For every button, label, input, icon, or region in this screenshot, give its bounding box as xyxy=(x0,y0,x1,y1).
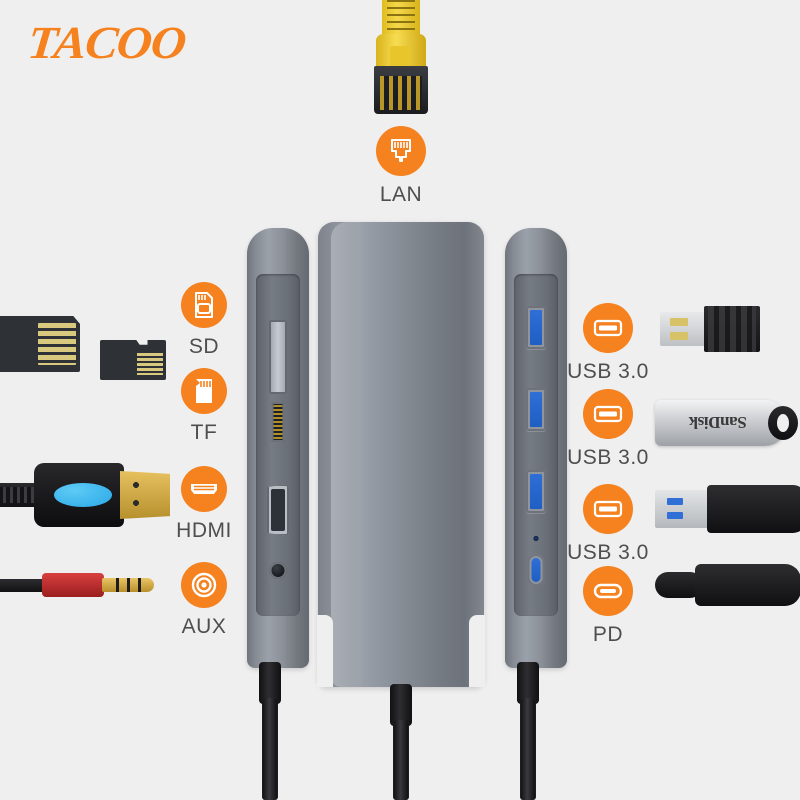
port-label-lan: LAN xyxy=(379,183,423,206)
port-label-sd: SD xyxy=(188,335,220,358)
microsd-card-contacts xyxy=(137,353,163,375)
brand-logo: TACOO xyxy=(25,17,189,68)
hub-tf-slot xyxy=(271,402,285,442)
aux-35mm-plug xyxy=(102,578,154,592)
aux-cable-barrel xyxy=(42,573,104,597)
hub-notch-left xyxy=(317,615,333,687)
microsd-card-icon xyxy=(181,368,227,414)
cable-boot-center xyxy=(390,684,412,726)
rj45-icon xyxy=(376,126,426,176)
cable-wire-right xyxy=(521,698,535,800)
hub-right-port-face xyxy=(514,274,558,616)
port-badge-aux[interactable]: AUX xyxy=(158,562,250,639)
hub-usbc-pd-port xyxy=(527,554,545,586)
port-label-tf: TF xyxy=(190,421,218,444)
ethernet-cable-jacket xyxy=(382,0,420,40)
usb-c-icon xyxy=(583,566,633,616)
hub-main-body xyxy=(317,222,485,687)
microsd-card-peripheral xyxy=(100,340,166,380)
usb-c-cable-peripheral xyxy=(655,562,800,608)
hub-left-wing xyxy=(247,228,309,668)
hdmi-cable-accent xyxy=(54,483,112,507)
hub-cable-right xyxy=(517,662,539,800)
port-label-usb1: USB 3.0 xyxy=(567,360,649,383)
port-badge-lan[interactable]: LAN xyxy=(355,126,447,207)
hub-cable-center xyxy=(390,684,412,800)
sandisk-flash-drive-peripheral: SanDisk xyxy=(655,392,800,454)
port-badge-pd[interactable]: PD xyxy=(562,566,654,647)
hub-right-wing xyxy=(505,228,567,668)
usb-a-icon xyxy=(583,484,633,534)
hdmi-cable-peripheral xyxy=(0,455,170,535)
usb-a-icon xyxy=(583,389,633,439)
port-badge-usb3[interactable]: USB 3.0 xyxy=(562,484,654,565)
aux-cable-peripheral xyxy=(0,566,170,606)
dongle-housing xyxy=(704,306,760,352)
sd-card-icon xyxy=(181,282,227,328)
port-label-aux: AUX xyxy=(181,615,227,638)
cable-boot-right xyxy=(517,662,539,704)
flash-drive-keyring-loop xyxy=(768,406,798,440)
cable-boot-left xyxy=(259,662,281,704)
port-label-hdmi: HDMI xyxy=(176,519,232,542)
usb-a-cable-hood xyxy=(707,485,800,533)
cable-wire-center xyxy=(394,720,408,800)
hub-body-sheen xyxy=(331,222,365,687)
ethernet-cable-peripheral xyxy=(372,0,430,116)
port-label-pd: PD xyxy=(592,623,624,646)
usb-wireless-dongle-peripheral xyxy=(660,306,776,352)
cable-wire-left xyxy=(263,698,277,800)
hub-status-led xyxy=(533,536,539,541)
usb-a-connector-tip xyxy=(655,490,713,528)
port-label-usb2: USB 3.0 xyxy=(567,446,649,469)
usb-c-cable-hood xyxy=(695,564,800,606)
sandisk-wordmark: SanDisk xyxy=(689,413,747,432)
usb-3-cable-peripheral xyxy=(655,485,800,535)
usb-a-icon xyxy=(583,303,633,353)
hub-aux-port xyxy=(269,562,287,579)
sd-card-peripheral xyxy=(0,316,80,372)
port-badge-usb2[interactable]: USB 3.0 xyxy=(562,389,654,470)
hdmi-port-icon xyxy=(181,466,227,512)
port-badge-usb1[interactable]: USB 3.0 xyxy=(562,303,654,384)
rj45-connector xyxy=(374,66,428,114)
hub-cable-left xyxy=(259,662,281,800)
hub-usb-port-1 xyxy=(526,306,546,349)
port-badge-hdmi[interactable]: HDMI xyxy=(158,466,250,543)
hub-hdmi-port xyxy=(267,484,289,536)
hub-usb-port-3 xyxy=(526,470,546,513)
hub-usb-port-2 xyxy=(526,388,546,431)
flash-drive-shell xyxy=(655,400,787,446)
hub-notch-right xyxy=(469,615,485,687)
sd-card-contacts xyxy=(38,323,76,365)
hdmi-connector-gold xyxy=(120,471,170,519)
hub-left-port-face xyxy=(256,274,300,616)
port-badge-tf[interactable]: TF xyxy=(158,368,250,445)
hub-sd-slot xyxy=(269,320,287,394)
port-badge-sd[interactable]: SD xyxy=(158,282,250,359)
dongle-usb-connector xyxy=(660,312,708,346)
audio-jack-icon xyxy=(181,562,227,608)
port-label-usb3: USB 3.0 xyxy=(567,541,649,564)
